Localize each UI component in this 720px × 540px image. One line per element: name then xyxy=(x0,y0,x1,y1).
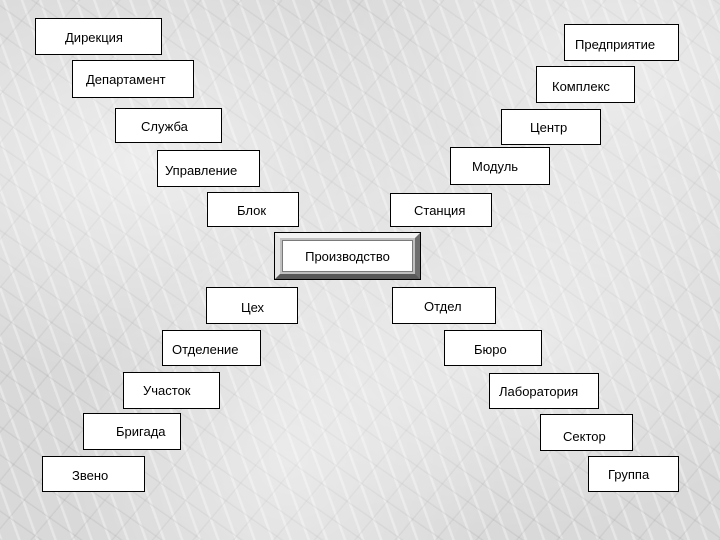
node-brigada: Бригада xyxy=(83,413,181,450)
node-otdel: Отдел xyxy=(392,287,496,324)
node-sektor: Сектор xyxy=(540,414,633,451)
node-tsekh: Цех xyxy=(206,287,298,324)
node-laboratoriya: Лаборатория xyxy=(489,373,599,409)
node-departament: Департамент xyxy=(72,60,194,98)
node-label: Бюро xyxy=(474,342,507,357)
node-label: Лаборатория xyxy=(499,384,579,399)
node-tsentr: Центр xyxy=(501,109,601,145)
node-label: Участок xyxy=(143,383,191,398)
node-label: Отдел xyxy=(424,299,462,314)
node-direktsiya: Дирекция xyxy=(35,18,162,55)
node-label: Звено xyxy=(72,468,109,483)
node-label: Управление xyxy=(165,163,238,178)
node-proizvodstvo-frame: Производство xyxy=(274,232,421,280)
node-label: Производство xyxy=(305,248,390,264)
node-byuro: Бюро xyxy=(444,330,542,366)
node-label: Модуль xyxy=(472,159,519,174)
node-proizvodstvo: Производство xyxy=(282,240,413,272)
node-modul: Модуль xyxy=(450,147,550,185)
node-uchastok: Участок xyxy=(123,372,220,409)
node-label: Предприятие xyxy=(575,37,656,52)
node-label: Цех xyxy=(241,300,265,315)
node-sluzhba: Служба xyxy=(115,108,222,143)
node-otdelenie: Отделение xyxy=(162,330,261,366)
node-upravlenie: Управление xyxy=(157,150,260,187)
node-label: Группа xyxy=(608,467,650,482)
node-label: Департамент xyxy=(86,72,166,87)
node-blok: Блок xyxy=(207,192,299,227)
node-label: Сектор xyxy=(563,429,606,444)
node-label: Бригада xyxy=(116,424,166,439)
node-predpriyatie: Предприятие xyxy=(564,24,679,61)
node-label: Центр xyxy=(530,120,568,135)
node-label: Дирекция xyxy=(65,30,123,45)
node-kompleks: Комплекс xyxy=(536,66,635,103)
node-label: Блок xyxy=(237,203,267,218)
node-label: Служба xyxy=(141,119,188,134)
node-label: Отделение xyxy=(172,342,239,357)
node-label: Станция xyxy=(414,203,466,218)
node-stantsiya: Станция xyxy=(390,193,492,227)
node-zveno: Звено xyxy=(42,456,145,492)
node-gruppa: Группа xyxy=(588,456,679,492)
node-label: Комплекс xyxy=(552,79,610,94)
